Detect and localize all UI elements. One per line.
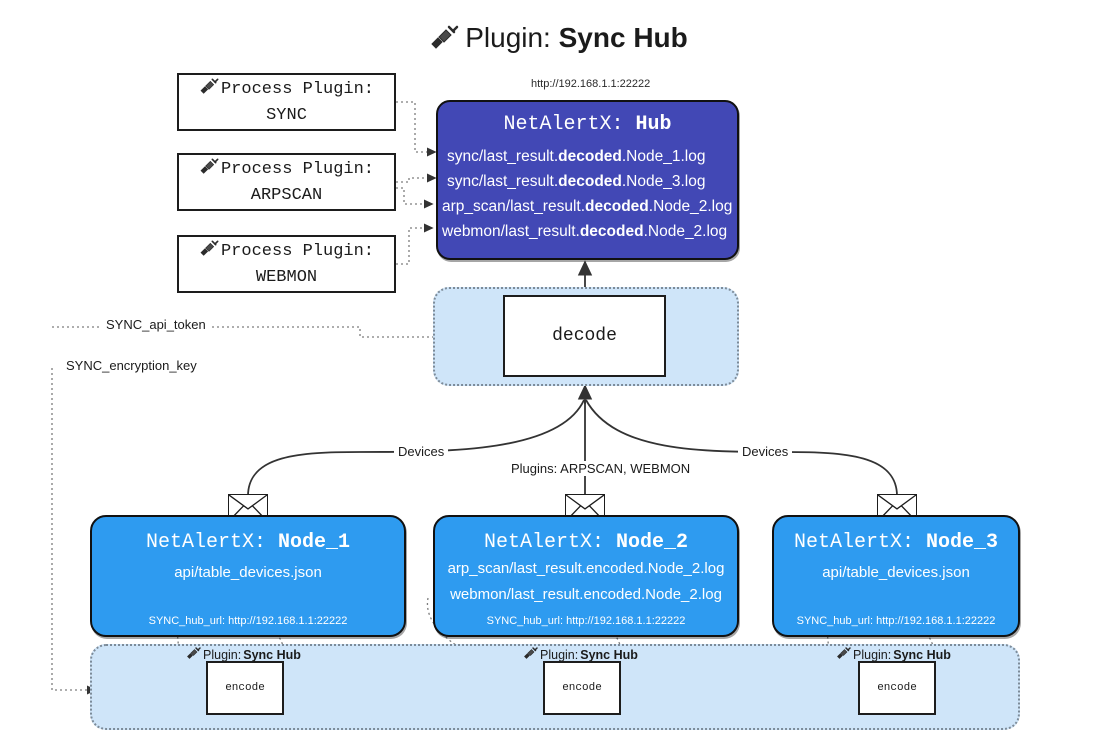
node-footer: SYNC_hub_url: http://192.168.1.1:22222 [486, 615, 686, 627]
encode-label: encode [877, 682, 917, 694]
edge-label-plugins-center: Plugins: ARPSCAN, WEBMON [507, 461, 695, 476]
encode-box-node-2[interactable]: encode [543, 661, 621, 715]
sync-hub-tag: Plugin: Sync Hub [186, 646, 301, 663]
node-footer: SYNC_hub_url: http://192.168.1.1:22222 [796, 615, 996, 627]
hub-title-prefix: NetAlertX: [503, 113, 636, 136]
node-footer: SYNC_hub_url: http://192.168.1.1:22222 [148, 615, 348, 627]
sync-hub-tag: Plugin: Sync Hub [523, 646, 638, 663]
page-title-name: Sync Hub [558, 22, 688, 53]
plug-icon [199, 239, 219, 266]
node-title: NetAlertX: Node_2 [483, 531, 689, 554]
page-title-prefix: Plugin: [465, 22, 559, 53]
node-title: NetAlertX: Node_1 [145, 531, 351, 554]
process-plugin-box-sync[interactable]: Process Plugin: SYNC [177, 73, 396, 131]
edge-label-sync-encryption-key: SYNC_encryption_key [62, 358, 201, 373]
process-plugin-label: Process Plugin: [220, 160, 375, 179]
decode-box[interactable]: decode [503, 295, 666, 377]
edge-label-sync-api-token: SYNC_api_token [102, 317, 210, 332]
node-artifact: api/table_devices.json [174, 564, 322, 581]
hub-node[interactable]: NetAlertX: Hub sync/last_result.decoded.… [436, 100, 739, 260]
sync-hub-tag-name: Sync Hub [243, 647, 301, 662]
page-title: Plugin: Sync Hub [0, 16, 1117, 63]
encode-box-node-1[interactable]: encode [206, 661, 284, 715]
process-plugin-label: Process Plugin: [220, 80, 375, 99]
plug-icon [199, 157, 219, 184]
node-box-node-3[interactable]: NetAlertX: Node_3 api/table_devices.json… [772, 515, 1020, 637]
node-artifact: webmon/last_result.encoded.Node_2.log [450, 586, 722, 603]
node-artifact: api/table_devices.json [822, 564, 970, 581]
encode-label: encode [562, 682, 602, 694]
sync-hub-tag-name: Sync Hub [580, 647, 638, 662]
process-plugin-label: Process Plugin: [220, 242, 375, 261]
process-plugin-box-arpscan[interactable]: Process Plugin: ARPSCAN [177, 153, 396, 211]
plug-icon [199, 77, 219, 104]
plug-icon [523, 646, 538, 663]
edge-label-devices-left: Devices [394, 444, 449, 459]
node-title: NetAlertX: Node_3 [793, 531, 999, 554]
edge-label-devices-right: Devices [738, 444, 793, 459]
process-plugin-name: ARPSCAN [250, 185, 323, 205]
plug-icon [186, 646, 201, 663]
hub-title: NetAlertX: Hub [438, 113, 737, 136]
process-plugin-name: SYNC [266, 105, 307, 125]
sync-hub-tag-prefix: Plugin: [853, 647, 892, 662]
hub-log-row: sync/last_result.decoded.Node_1.log [447, 148, 706, 165]
encode-label: encode [225, 682, 265, 694]
node-artifact: arp_scan/last_result.encoded.Node_2.log [447, 560, 725, 577]
hub-log-row: webmon/last_result.decoded.Node_2.log [442, 223, 728, 240]
plug-icon [836, 646, 851, 663]
sync-hub-tag-prefix: Plugin: [540, 647, 579, 662]
process-plugin-name: WEBMON [255, 267, 318, 287]
encode-box-node-3[interactable]: encode [858, 661, 936, 715]
sync-hub-tag-prefix: Plugin: [203, 647, 242, 662]
hub-log-row: sync/last_result.decoded.Node_3.log [447, 173, 706, 190]
decode-label: decode [552, 326, 617, 346]
node-box-node-1[interactable]: NetAlertX: Node_1 api/table_devices.json… [90, 515, 406, 637]
sync-hub-tag-name: Sync Hub [893, 647, 951, 662]
process-plugin-box-webmon[interactable]: Process Plugin: WEBMON [177, 235, 396, 293]
sync-hub-tag: Plugin: Sync Hub [836, 646, 951, 663]
node-box-node-2[interactable]: NetAlertX: Node_2 arp_scan/last_result.e… [433, 515, 739, 637]
hub-title-name: Hub [635, 113, 672, 136]
hub-url-label: http://192.168.1.1:22222 [531, 78, 651, 90]
hub-log-row: arp_scan/last_result.decoded.Node_2.log [442, 198, 733, 215]
plug-icon [429, 19, 459, 63]
